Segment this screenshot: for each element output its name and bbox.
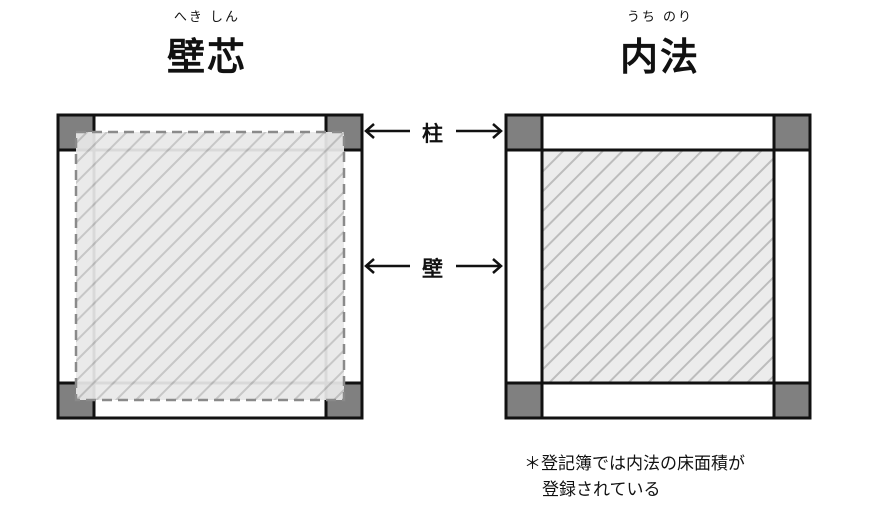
right-pillar-top-left xyxy=(504,113,544,152)
wall-label: 壁 xyxy=(422,257,443,281)
right-title: 内法 xyxy=(619,35,700,79)
right-pillar-top-right xyxy=(772,113,812,152)
pillar-label: 柱 xyxy=(422,122,443,146)
pillar-arrow-right-head xyxy=(492,123,503,139)
wall-arrows xyxy=(364,258,503,274)
wall-arrow-right-head xyxy=(492,258,503,274)
wall-arrow-left-head xyxy=(364,258,375,274)
right-title-reading: うち のり xyxy=(626,10,694,25)
registry-note-line1: ＊登記簿では内法の床面積が xyxy=(524,454,745,474)
left-title-reading: へき しん xyxy=(173,10,241,25)
registry-note: ＊登記簿では内法の床面積が 登録されている xyxy=(524,451,745,503)
right-area-hatch xyxy=(540,148,776,385)
pillar-arrow-left-head xyxy=(364,123,375,139)
registry-note-line2: 登録されている xyxy=(542,480,661,500)
right-pillar-bottom-left xyxy=(504,381,544,420)
wall-center-diagram xyxy=(56,113,364,420)
left-area-hatch xyxy=(76,132,344,400)
pillar-arrows xyxy=(364,123,503,139)
right-pillar-bottom-right xyxy=(772,381,812,420)
inner-dimension-diagram xyxy=(504,113,812,420)
left-title: 壁芯 xyxy=(166,35,247,79)
wall-center-line xyxy=(74,130,346,402)
